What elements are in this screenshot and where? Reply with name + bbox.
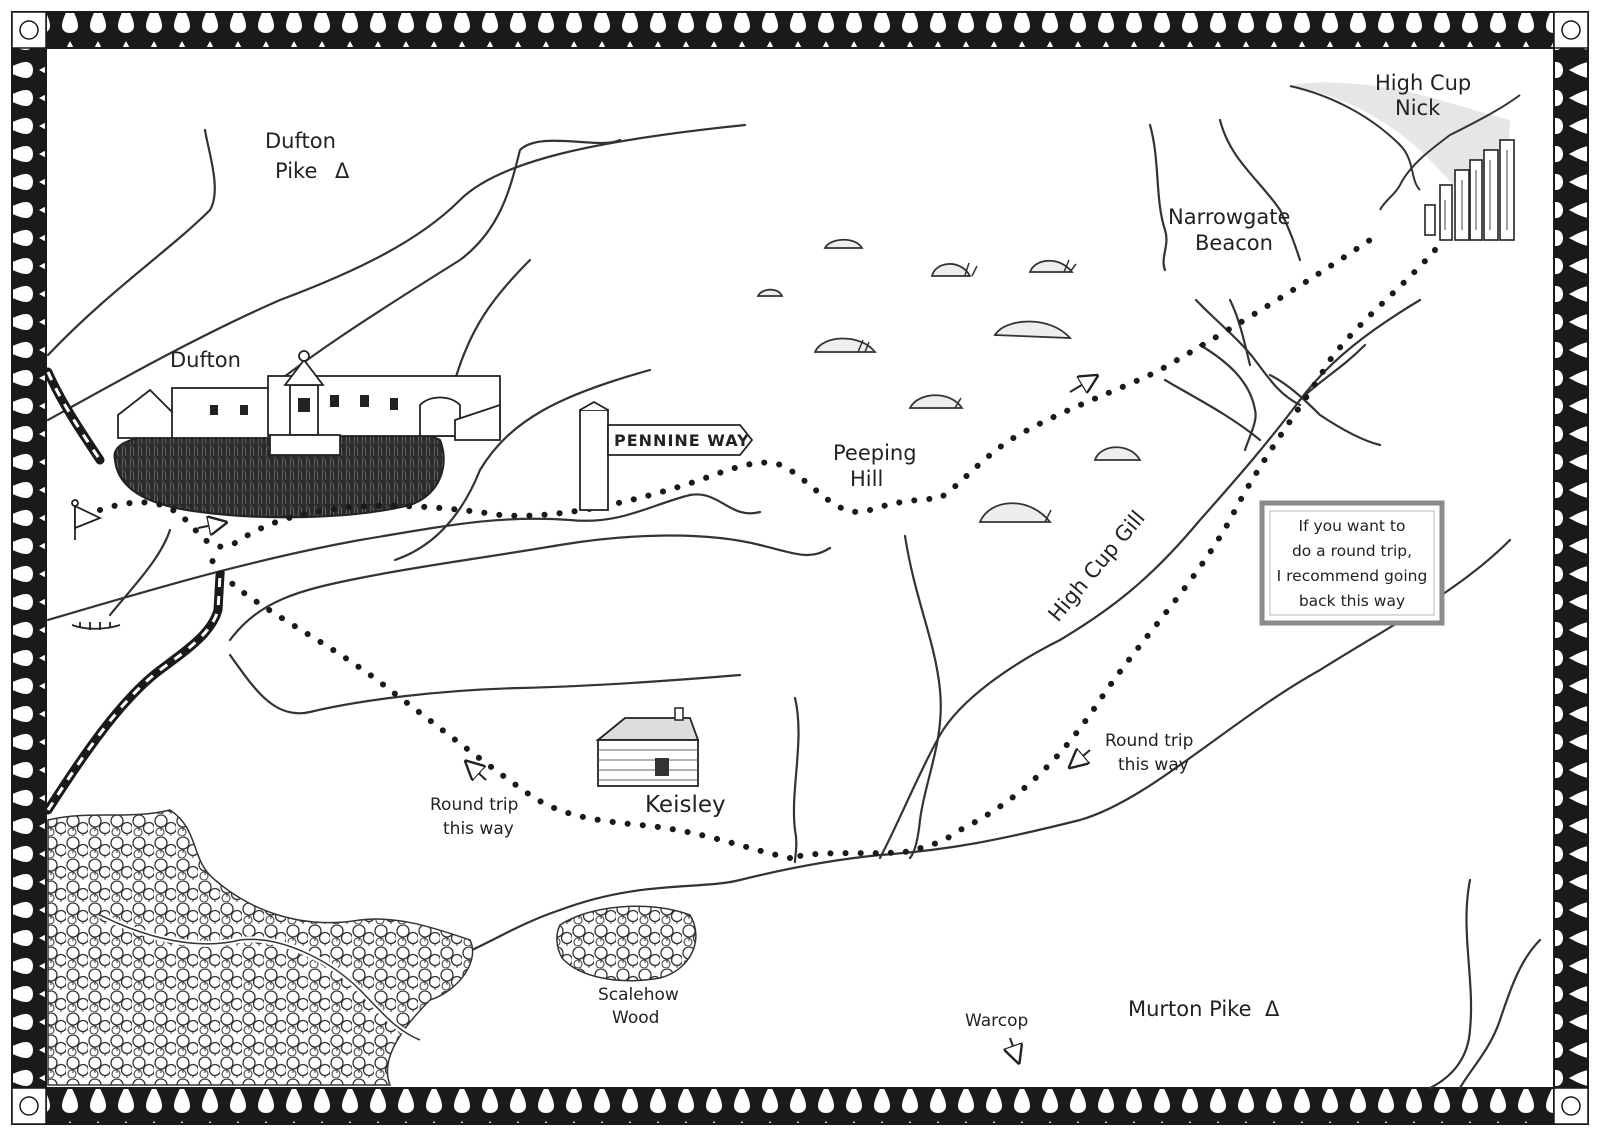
label-keisley: Keisley (645, 792, 726, 818)
recommend-note-line-2: do a round trip, (1292, 542, 1412, 560)
pennine-way-signpost: PENNINE WAY (579, 400, 754, 511)
label-scalehow-wood-line-2: Wood (612, 1008, 659, 1028)
high-cup-nick-escarpment (1289, 82, 1521, 241)
recommend-note-line-3: I recommend going (1277, 567, 1428, 585)
label-dufton-pike-line-1: Dufton (265, 129, 336, 153)
walking-route (97, 237, 1438, 861)
dufton-village (113, 350, 501, 519)
label-high-cup-nick-line-2: Nick (1395, 96, 1441, 120)
streams (46, 118, 1542, 1090)
label-high-cup-nick-line-1: High Cup (1375, 71, 1471, 95)
summit-symbol-dufton-pike: Δ (335, 159, 350, 183)
label-scalehow-wood-line-1: Scalehow (598, 985, 679, 1005)
label-dufton: Dufton (170, 348, 241, 372)
gate-icon (71, 622, 121, 630)
recommend-note-line-1: If you want to (1299, 517, 1406, 535)
signpost-label: PENNINE WAY (614, 431, 750, 450)
note-round-trip-left-line-2: this way (443, 819, 514, 839)
label-murton-pike: Murton Pike (1128, 997, 1252, 1021)
label-narrowgate-beacon-line-1: Narrowgate (1168, 205, 1290, 229)
note-round-trip-left-line-1: Round trip (430, 795, 518, 815)
woodland (47, 809, 697, 1086)
moorland-tufts (756, 238, 1142, 523)
place-labels: Dufton Pike Δ Dufton High Cup Nick Narro… (170, 71, 1471, 1031)
label-warcop: Warcop (965, 1011, 1028, 1031)
label-peeping-hill-line-1: Peeping (833, 441, 917, 465)
recommend-note-line-4: back this way (1299, 592, 1405, 610)
note-round-trip-right-line-1: Round trip (1105, 731, 1193, 751)
label-narrowgate-beacon-line-2: Beacon (1195, 231, 1273, 255)
start-flag-icon (71, 499, 103, 540)
road (43, 367, 225, 815)
note-round-trip-right-line-2: this way (1118, 755, 1189, 775)
recommend-note-box: If you want to do a round trip, I recomm… (1259, 500, 1445, 626)
label-dufton-pike-line-2: Pike (275, 159, 317, 183)
label-peeping-hill-line-2: Hill (850, 467, 883, 491)
summit-symbol-murton-pike: Δ (1265, 997, 1280, 1021)
keisley-house-icon (595, 707, 700, 787)
corner-flourish-icon (11, 11, 1589, 1125)
direction-arrows (197, 380, 1090, 1055)
